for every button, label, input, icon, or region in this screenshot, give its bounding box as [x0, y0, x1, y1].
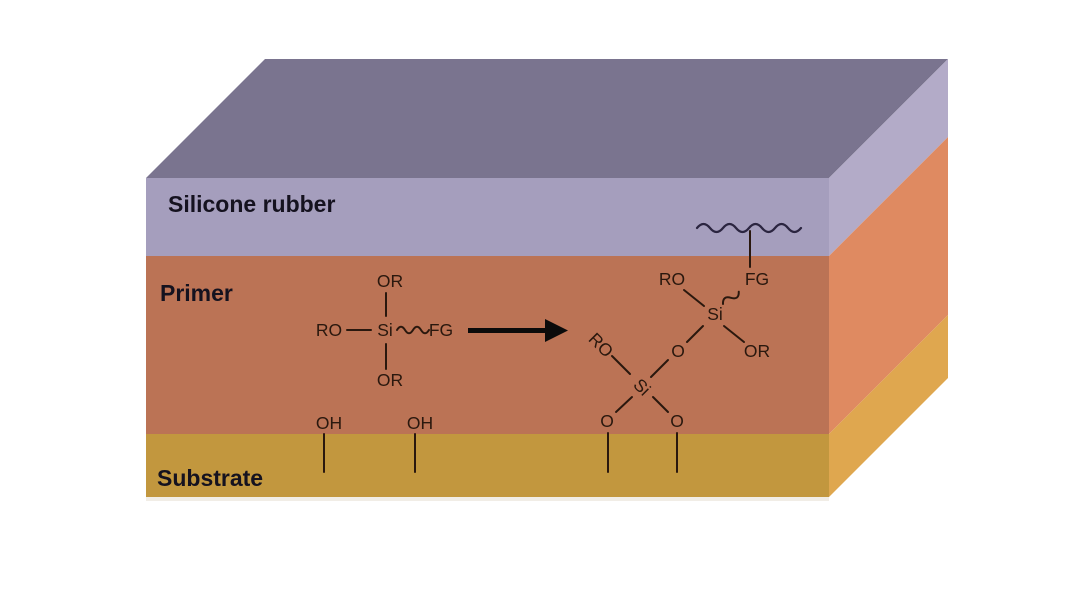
- bond-silower-oleft: [615, 396, 633, 413]
- bond-obridge-silower: [650, 359, 669, 378]
- monomer-or-top-label: OR: [377, 271, 403, 291]
- monomer-fg-label: FG: [429, 320, 453, 340]
- network-ro-upper-label: RO: [659, 269, 685, 289]
- primer-label: Primer: [160, 280, 233, 306]
- silicone-rubber-label: Silicone rubber: [168, 191, 335, 217]
- silicone-rubber-front-face: [146, 178, 829, 256]
- network-fg-label: FG: [745, 269, 769, 289]
- monomer-ro-left-label: RO: [316, 320, 342, 340]
- primer-front-face: [146, 256, 829, 434]
- silicone-rubber-side-face: [829, 59, 948, 256]
- oh-right-label: OH: [407, 413, 433, 433]
- monomer-squiggle-bond-si-fg: [396, 325, 430, 335]
- squiggle-bond-siupper-fg: [721, 290, 740, 305]
- bond-siupper-obridge: [686, 325, 704, 343]
- network-o-bridge-label: O: [671, 341, 685, 361]
- oh-left-label: OH: [316, 413, 342, 433]
- polymer-chain-squiggle: [695, 222, 803, 234]
- monomer-si-label: Si: [377, 320, 393, 340]
- network-o-right-label: O: [670, 411, 684, 431]
- network-si-upper-label: Si: [707, 304, 723, 324]
- surface-hydroxyl-groups: OH OH: [316, 413, 433, 473]
- reaction-arrow-head: [545, 319, 568, 342]
- substrate-label: Substrate: [157, 465, 263, 491]
- bond-rolower-silower: [611, 355, 631, 375]
- bond-siupper-orright: [723, 325, 745, 343]
- reaction-arrow: [468, 319, 568, 342]
- box-top-face: [146, 59, 948, 178]
- primer-side-face: [829, 137, 948, 434]
- monomer-or-bottom-label: OR: [377, 370, 403, 390]
- substrate-side-face: [829, 315, 948, 497]
- network-or-right-label: OR: [744, 341, 770, 361]
- bond-roupper-siupper: [683, 289, 705, 307]
- reaction-arrow-shaft: [468, 328, 548, 333]
- box-bottom-shadow: [146, 497, 829, 501]
- silane-monomer-structure: OR RO Si FG OR: [316, 271, 453, 390]
- substrate-front-face: [146, 434, 829, 497]
- network-o-left-label: O: [600, 411, 614, 431]
- bond-silower-oright: [652, 396, 669, 413]
